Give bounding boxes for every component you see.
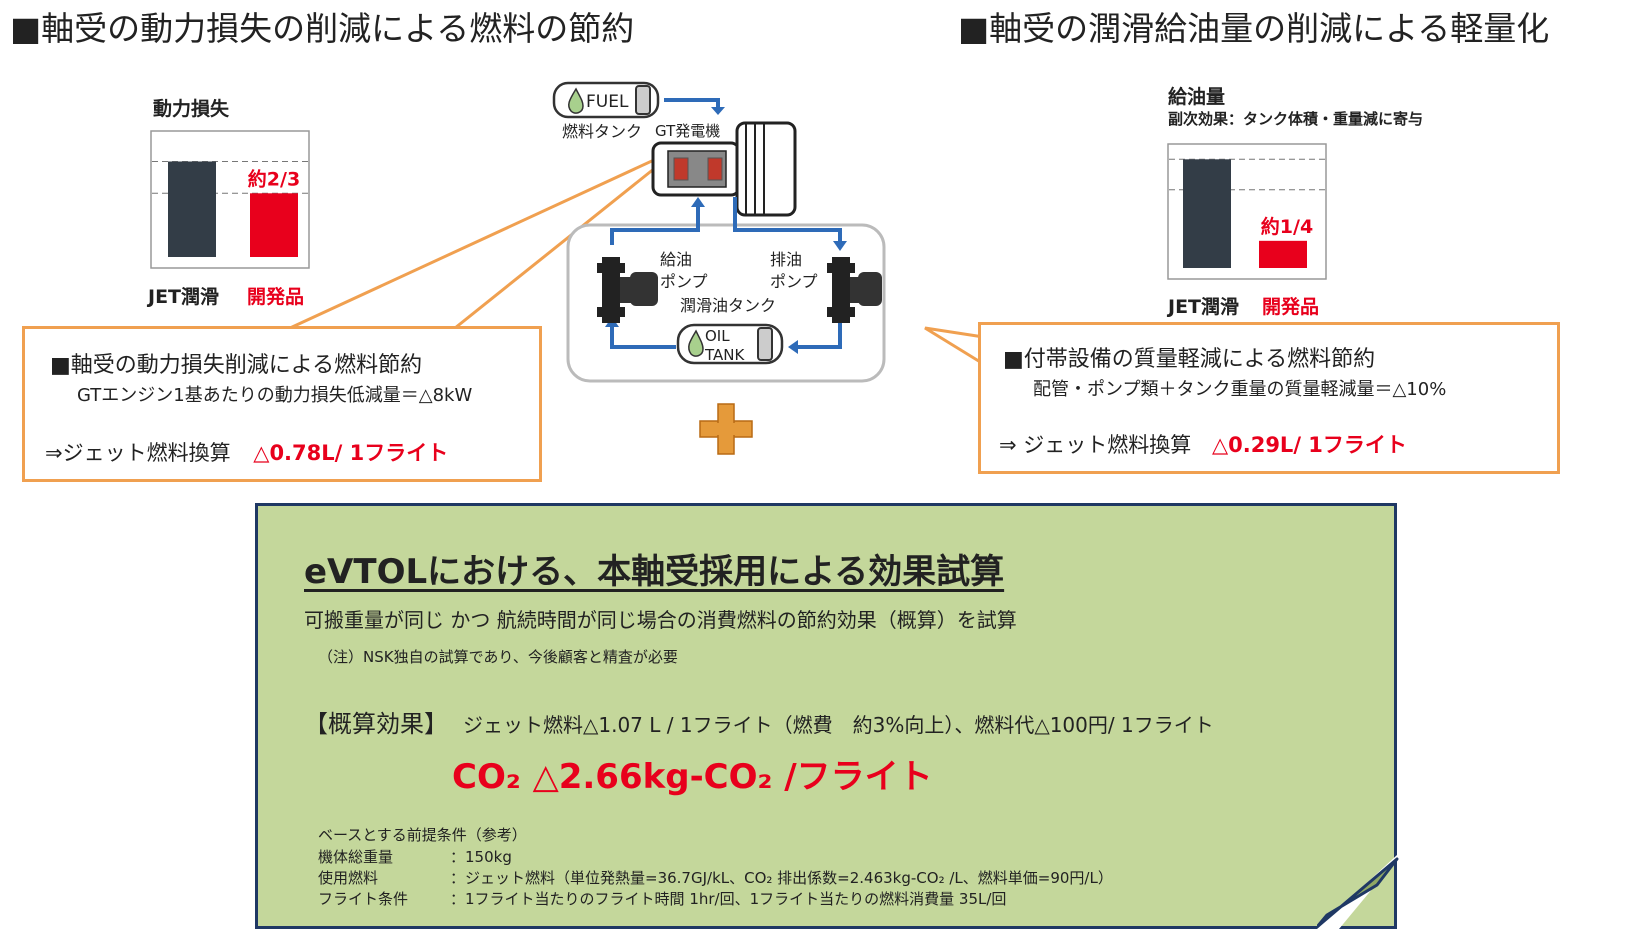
- right-heading: ■軸受の潤滑給油量の削減による軽量化: [958, 9, 1550, 48]
- right-box-title: ■付帯設備の質量軽減による燃料節約: [1003, 347, 1376, 372]
- left-conv-prefix: ⇒ジェット燃料換算: [45, 441, 231, 465]
- right-chart-title: 給油量: [1168, 86, 1226, 108]
- right-cat-jet: JET潤滑: [1168, 296, 1240, 318]
- basis-title: ベースとする前提条件（参考）: [318, 826, 527, 844]
- left-bar-jet: [168, 161, 216, 257]
- oil-label: OIL: [705, 327, 730, 345]
- effect-label: 【概算効果】: [304, 710, 448, 738]
- supply-pipe: [610, 221, 700, 245]
- right-box-line: 配管・ポンプ類＋タンク重量の質量軽減量＝△10%: [1033, 379, 1447, 400]
- basis-value-weight: ：150kg: [450, 848, 512, 866]
- left-conv-value: △0.78L/ 1フライト: [253, 441, 449, 465]
- tank-out-pipe: [610, 325, 676, 349]
- lube-tank-label: 潤滑油タンク: [680, 296, 776, 315]
- drain-pump-shaft: [832, 257, 850, 323]
- right-conv-value: △0.29L/ 1フライト: [1211, 433, 1407, 457]
- oil-tank-gauge: [757, 327, 773, 361]
- right-conv-prefix: ⇒ ジェット燃料換算: [999, 433, 1192, 457]
- left-box-conversion: ⇒ジェット燃料換算 △0.78L/ 1フライト: [45, 437, 448, 467]
- gt-generator-drum: [735, 121, 797, 217]
- left-heading: ■軸受の動力損失の削減による燃料の節約: [10, 9, 635, 48]
- fuel-tank-gauge: [635, 85, 651, 115]
- left-effect-box: ■軸受の動力損失削減による燃料節約 GTエンジン1基あたりの動力損失低減量＝△8…: [22, 326, 542, 482]
- tank-label: TANK: [704, 346, 745, 364]
- lubrication-diagram: FUEL 燃料タンク GT発電機 給油 ポンプ 排油 ポンプ 潤滑油タンク OI…: [552, 81, 886, 455]
- summary-note: eVTOLにおける、本軸受採用による効果試算 可搬重量が同じ かつ 航続時間が同…: [255, 503, 1397, 929]
- basis-label-fuel: 使用燃料: [318, 869, 379, 887]
- supply-pump-motor: [630, 272, 658, 306]
- summary-note-text: （注）NSK独自の試算であり、今後顧客と精査が必要: [318, 648, 678, 666]
- gt-bearing-left: [673, 157, 689, 181]
- drain-pipe: [733, 197, 842, 245]
- note-folded-corner: [1317, 855, 1399, 929]
- left-cat-jet: JET潤滑: [148, 286, 220, 308]
- fuel-tank-label: 燃料タンク: [562, 122, 642, 141]
- supply-pump-label-2: ポンプ: [660, 272, 708, 291]
- drain-pump-label-2: ポンプ: [770, 272, 818, 291]
- left-value-label: 約2/3: [248, 167, 300, 190]
- lube-system-box: [566, 223, 886, 383]
- summary-title: eVTOLにおける、本軸受採用による効果試算: [304, 552, 1005, 592]
- basis-value-flight: ：1フライト当たりのフライト時間 1hr/回、1フライト当たりの燃料消費量 35…: [450, 890, 1007, 908]
- left-bar-chart: 約2/3: [150, 130, 310, 269]
- right-value-label: 約1/4: [1261, 215, 1313, 238]
- right-effect-box: ■付帯設備の質量軽減による燃料節約 配管・ポンプ類＋タンク重量の質量軽減量＝△1…: [978, 322, 1560, 474]
- basis-label-weight: 機体総重量: [318, 848, 394, 866]
- right-box-conversion: ⇒ ジェット燃料換算 △0.29L/ 1フライト: [999, 429, 1407, 459]
- left-bar-developed: [250, 193, 298, 257]
- right-cat-developed: 開発品: [1262, 296, 1320, 318]
- drain-pump-label-1: 排油: [770, 250, 802, 269]
- co2-line: CO₂ △2.66kg-CO₂ /フライト: [452, 757, 933, 797]
- summary-effect: 【概算効果】 ジェット燃料△1.07 L / 1フライト（燃費 約3%向上）、燃…: [304, 704, 1214, 739]
- supply-pump-shaft: [602, 257, 620, 323]
- right-bar-chart: 約1/4: [1167, 143, 1327, 280]
- fuel-pipe: [664, 98, 720, 108]
- basis-label-flight: フライト条件: [318, 890, 409, 908]
- right-bar-jet: [1183, 159, 1231, 268]
- left-cat-developed: 開発品: [247, 286, 305, 308]
- right-bar-developed: [1259, 240, 1307, 268]
- drain-pump-motor: [858, 272, 882, 306]
- left-box-title: ■軸受の動力損失削減による燃料節約: [50, 353, 423, 378]
- effect-text: ジェット燃料△1.07 L / 1フライト（燃費 約3%向上）、燃料代△100円…: [463, 713, 1214, 737]
- right-chart-subtitle: 副次効果：タンク体積・重量減に寄与: [1168, 110, 1424, 128]
- left-box-line: GTエンジン1基あたりの動力損失低減量＝△8kW: [77, 385, 473, 406]
- gt-bearing-right: [707, 157, 723, 181]
- basis-value-fuel: ：ジェット燃料（単位発熱量=36.7GJ/kL、CO₂ 排出係数=2.463kg…: [450, 869, 1113, 887]
- gt-label: GT発電機: [655, 122, 720, 140]
- return-pipe: [796, 320, 842, 349]
- fuel-arrow: [711, 107, 725, 115]
- summary-desc: 可搬重量が同じ かつ 航続時間が同じ場合の消費燃料の節約効果（概算）を試算: [304, 608, 1017, 632]
- fuel-drop-icon: [568, 87, 584, 114]
- fuel-label: FUEL: [586, 92, 629, 112]
- plus-icon: [702, 423, 750, 435]
- oil-tank: [676, 323, 784, 365]
- supply-pump-label-1: 給油: [660, 250, 692, 269]
- oil-drop-icon: [688, 329, 704, 357]
- left-chart-title: 動力損失: [153, 98, 230, 120]
